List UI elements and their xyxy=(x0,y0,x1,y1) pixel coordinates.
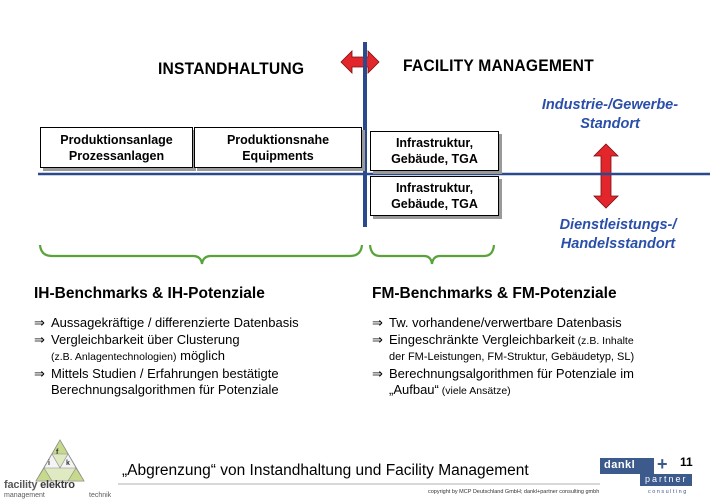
label-industrie-standort: Industrie-/Gewerbe- Standort xyxy=(520,96,700,134)
logo-letter-i: i xyxy=(48,460,50,467)
label-industrie-line1: Industrie-/Gewerbe- xyxy=(541,97,679,113)
fm-list: ⇒Tw. vorhandene/verwertbare Datenbasis ⇒… xyxy=(372,315,712,400)
logo-partner-text: partner xyxy=(645,474,688,484)
implies-arrow-icon: ⇒ xyxy=(34,315,45,330)
logo-consulting-text: consulting xyxy=(648,489,688,495)
box-infrastruktur-top: Infrastruktur, Gebäude, TGA xyxy=(370,131,499,171)
dankl-partner-logo-icon xyxy=(600,458,692,486)
logo-letter-f: f xyxy=(56,449,59,456)
logo-technik-text: technik xyxy=(89,492,112,499)
box-infra-top-line1: Infrastruktur, xyxy=(395,136,474,150)
box-infrastruktur-bottom: Infrastruktur, Gebäude, TGA xyxy=(370,176,499,216)
label-industrie-line2: Standort xyxy=(580,116,640,132)
fm-item-3-cont: „Aufbau“ (viele Ansätze) xyxy=(389,382,511,397)
fike-logo-icon xyxy=(35,439,85,482)
bracket-left xyxy=(38,244,364,265)
label-dienstleistung-standort: Dienstleistungs-/ Handelsstandort xyxy=(530,216,706,254)
box-infra-bottom-line2: Gebäude, TGA xyxy=(391,197,478,211)
label-dienstleistung-line1: Dienstleistungs-/ xyxy=(559,217,677,233)
implies-arrow-icon: ⇒ xyxy=(34,331,45,347)
box-produktionsanlage-line1: Produktionsanlage xyxy=(60,132,173,147)
ih-item-3-cont: Berechnungsalgorithmen für Potenziale xyxy=(51,382,279,397)
double-arrow-vertical-icon xyxy=(593,143,619,209)
fm-item-3: ⇒Berechnungsalgorithmen für Potenziale i… xyxy=(372,365,634,381)
box-produktionsnahe: Produktionsnahe Equipments xyxy=(194,127,362,168)
logo-elektro-text: elektro xyxy=(40,479,75,491)
fm-item-2: ⇒Eingeschränkte Vergleichbarkeit (z.B. I… xyxy=(372,331,634,347)
box-produktionsanlage-line2: Prozessanlagen xyxy=(68,148,165,163)
box-infra-bottom-line1: Infrastruktur, xyxy=(395,181,474,195)
implies-arrow-icon: ⇒ xyxy=(372,331,383,347)
label-dienstleistung-line2: Handelsstandort xyxy=(560,236,676,252)
ih-list: ⇒Aussagekräftige / differenzierte Datenb… xyxy=(34,315,364,399)
ih-item-1: ⇒Aussagekräftige / differenzierte Datenb… xyxy=(34,315,299,330)
logo-management-text: management xyxy=(4,492,45,499)
fm-section-title: FM-Benchmarks & FM-Potenziale xyxy=(372,285,617,302)
box-infra-top-line2: Gebäude, TGA xyxy=(391,152,478,166)
implies-arrow-icon: ⇒ xyxy=(34,365,45,381)
header-instandhaltung: INSTANDHALTUNG xyxy=(158,59,305,78)
footer-title: „Abgrenzung“ von Instandhaltung und Faci… xyxy=(122,462,529,479)
implies-arrow-icon: ⇒ xyxy=(372,315,383,330)
fm-item-1: ⇒Tw. vorhandene/verwertbare Datenbasis xyxy=(372,315,622,330)
ih-item-2: ⇒Vergleichbarkeit über Clusterung xyxy=(34,331,240,347)
bracket-right xyxy=(368,244,496,265)
ih-item-2-cont: (z.B. Anlagentechnologien) möglich xyxy=(51,348,225,363)
page-number: 11 xyxy=(680,455,693,469)
box-produktionsnahe-line2: Equipments xyxy=(242,148,314,163)
box-produktionsanlage: Produktionsanlage Prozessanlagen xyxy=(40,127,193,168)
implies-arrow-icon: ⇒ xyxy=(372,365,383,381)
logo-plus-text: + xyxy=(657,454,668,474)
box-produktionsnahe-line1: Produktionsnahe xyxy=(226,132,330,147)
logo-facility-text: facility xyxy=(4,479,38,491)
header-facility-management: FACILITY MANAGEMENT xyxy=(403,56,594,75)
logo-left-line1: facility elektro xyxy=(4,479,75,491)
logo-dankl-text: dankl xyxy=(604,459,636,471)
logo-letter-k: k xyxy=(66,460,70,467)
copyright-text: copyright by MCP Deutschland GmbH; dankl… xyxy=(428,489,600,495)
fm-item-2-cont: der FM-Leistungen, FM-Struktur, Gebäudet… xyxy=(389,351,635,363)
ih-section-title: IH-Benchmarks & IH-Potenziale xyxy=(34,285,265,302)
ih-item-3: ⇒Mittels Studien / Erfahrungen bestätigt… xyxy=(34,365,279,381)
double-arrow-horizontal-icon xyxy=(340,50,380,74)
